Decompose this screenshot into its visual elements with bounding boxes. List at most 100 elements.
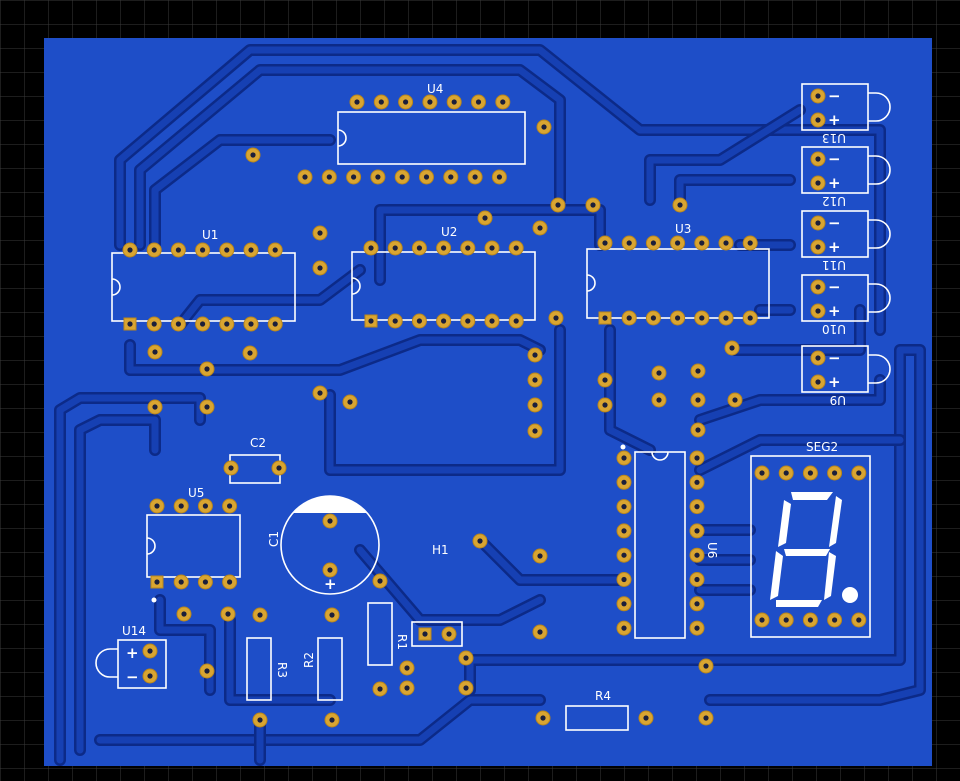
drill-hole (621, 455, 627, 461)
led-u12-outline (801, 146, 891, 194)
drill-hole (404, 685, 410, 691)
led-u13-minus: − (828, 87, 841, 105)
resistor-r1-outline (367, 602, 393, 666)
drill-hole (807, 470, 814, 476)
drill-hole (537, 225, 543, 231)
drill-hole (377, 686, 383, 692)
label-r2: R2 (302, 652, 316, 668)
drill-hole (127, 247, 133, 253)
drill-hole (368, 245, 374, 251)
resistor-r4-outline (565, 705, 629, 731)
drill-hole (815, 156, 821, 162)
led-u12-minus: − (828, 150, 841, 168)
drill-hole (783, 617, 789, 623)
drill-hole (694, 455, 700, 461)
led-u9-outline (801, 345, 891, 393)
drill-hole (404, 665, 410, 671)
label-u13: U13 (822, 131, 846, 145)
drill-hole (257, 717, 263, 723)
chip-u5 (146, 514, 241, 578)
drill-hole (759, 617, 765, 623)
drill-hole (392, 245, 398, 251)
drill-hole (807, 617, 814, 623)
drill-hole (699, 315, 705, 321)
led-u11-outline (801, 210, 891, 258)
drill-hole (694, 601, 700, 607)
drill-hole (204, 366, 210, 372)
drill-hole (677, 202, 683, 208)
drill-hole (656, 370, 662, 376)
led-u10-plus: + (828, 302, 841, 320)
led-u10-outline (801, 274, 891, 322)
drill-hole (500, 99, 506, 105)
pin1-marker-u6 (620, 444, 626, 450)
chip-u4 (337, 111, 526, 165)
drill-hole (621, 601, 627, 607)
drill-hole (513, 245, 519, 251)
drill-hole (815, 117, 821, 123)
drill-hole (626, 315, 632, 321)
drill-hole (602, 240, 608, 246)
drill-hole (329, 717, 335, 723)
drill-hole (537, 553, 543, 559)
drill-hole (228, 465, 234, 471)
label-u4: U4 (427, 82, 443, 96)
led-u12-plus: + (828, 174, 841, 192)
drill-hole (832, 470, 838, 476)
drill-hole (276, 465, 282, 471)
drill-hole (532, 428, 538, 434)
drill-hole (178, 503, 184, 509)
drill-hole (621, 625, 627, 631)
drill-hole (347, 399, 353, 405)
label-r4: R4 (595, 689, 611, 703)
drill-hole (181, 611, 187, 617)
label-u3: U3 (675, 222, 691, 236)
drill-hole (532, 352, 538, 358)
drill-hole (747, 240, 753, 246)
drill-hole (482, 215, 488, 221)
drill-hole (747, 315, 753, 321)
drill-hole (815, 355, 821, 361)
led-u13-plus: + (828, 111, 841, 129)
drill-hole (327, 518, 333, 524)
drill-hole (856, 470, 862, 476)
drill-hole (227, 579, 233, 585)
drill-hole (532, 402, 538, 408)
pin1-marker-u5 (151, 597, 157, 603)
drill-hole (403, 99, 409, 105)
drill-hole (200, 321, 206, 327)
drill-hole (477, 538, 483, 544)
drill-hole (202, 579, 208, 585)
led-u9-minus: − (828, 349, 841, 367)
drill-hole (248, 321, 254, 327)
drill-hole (465, 245, 471, 251)
label-u14: U14 (122, 624, 146, 638)
led-u11-plus: + (828, 238, 841, 256)
drill-hole (815, 220, 821, 226)
chip-u6 (634, 451, 686, 639)
drill-hole (815, 93, 821, 99)
label-c1: C1 (267, 531, 281, 547)
drill-hole (329, 612, 335, 618)
label-c2: C2 (250, 436, 266, 450)
drill-hole (427, 99, 433, 105)
drill-hole (602, 402, 608, 408)
drill-hole (151, 321, 157, 327)
led-u11-minus: − (828, 214, 841, 232)
drill-hole (555, 202, 561, 208)
drill-hole (650, 315, 657, 321)
seven-segment-digit (770, 492, 858, 607)
drill-hole (147, 673, 153, 679)
drill-hole (621, 504, 627, 510)
drill-hole (537, 629, 543, 635)
drill-hole (224, 321, 230, 327)
drill-hole (272, 321, 278, 327)
drill-hole (832, 617, 838, 623)
drill-hole (422, 631, 428, 637)
drill-hole (694, 625, 700, 631)
drill-hole (175, 247, 181, 253)
drill-hole (368, 318, 374, 324)
drill-hole (513, 318, 519, 324)
drill-hole (815, 284, 821, 290)
